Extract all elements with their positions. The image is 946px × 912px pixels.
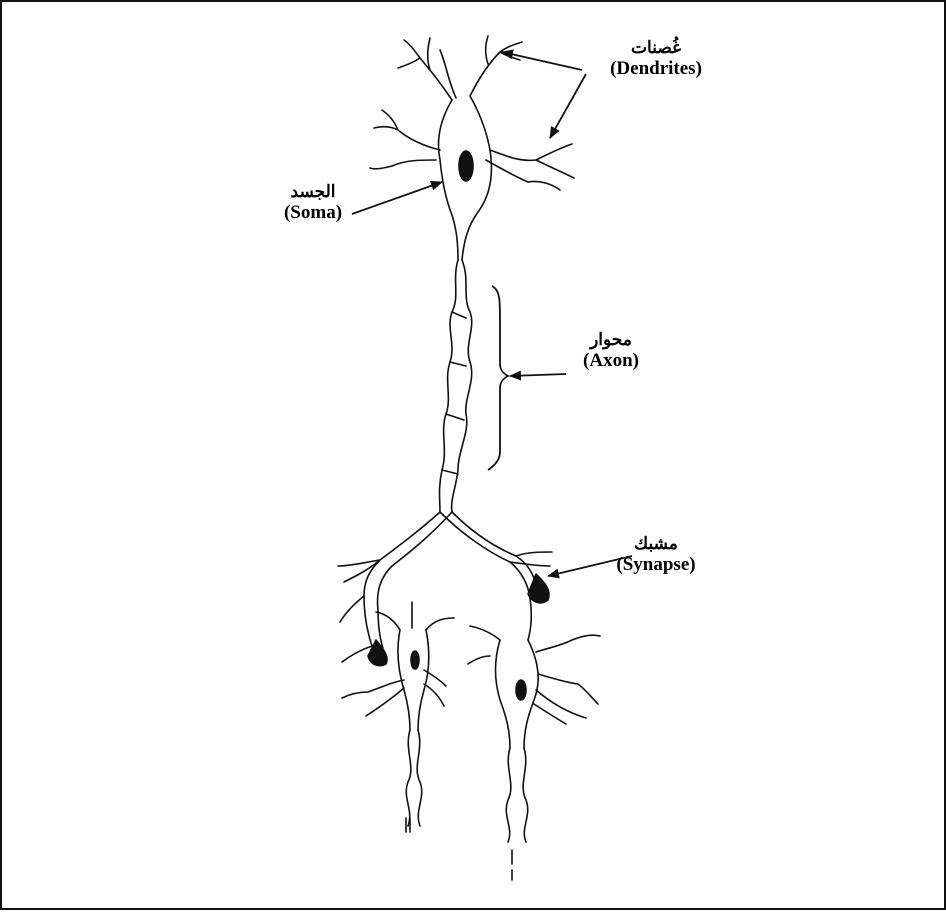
axon-terminals — [338, 512, 552, 666]
synapse-label-english: (Synapse) — [596, 554, 716, 576]
main-neuron-soma — [439, 96, 492, 260]
soma-label-english: (Soma) — [268, 202, 358, 224]
soma-arrow — [352, 182, 442, 214]
dendrites-label: غُصنات (Dendrites) — [596, 38, 716, 79]
dendrites-arrow-upper — [502, 52, 582, 70]
lower-right-nucleus — [516, 680, 526, 700]
axon-bracket — [488, 286, 508, 470]
lower-left-neuron — [342, 602, 454, 832]
main-neuron-nucleus — [459, 151, 473, 181]
axon-label: محوار (Axon) — [566, 330, 656, 371]
synapse-knob-right — [528, 574, 549, 603]
axon-label-english: (Axon) — [566, 350, 656, 372]
soma-label: الجسد (Soma) — [268, 182, 358, 223]
dendrites-label-english: (Dendrites) — [596, 58, 716, 80]
synapse-label: مشبك (Synapse) — [596, 534, 716, 575]
dendrites-label-arabic: غُصنات — [596, 38, 716, 58]
axon-arrow — [510, 374, 566, 376]
synapse-label-arabic: مشبك — [596, 534, 716, 554]
lower-right-neuron — [468, 598, 600, 880]
lower-left-nucleus — [411, 651, 419, 669]
main-neuron-axon — [440, 260, 472, 512]
soma-label-arabic: الجسد — [268, 182, 358, 202]
axon-label-arabic: محوار — [566, 330, 656, 350]
dendrites-arrow-lower — [550, 74, 586, 138]
